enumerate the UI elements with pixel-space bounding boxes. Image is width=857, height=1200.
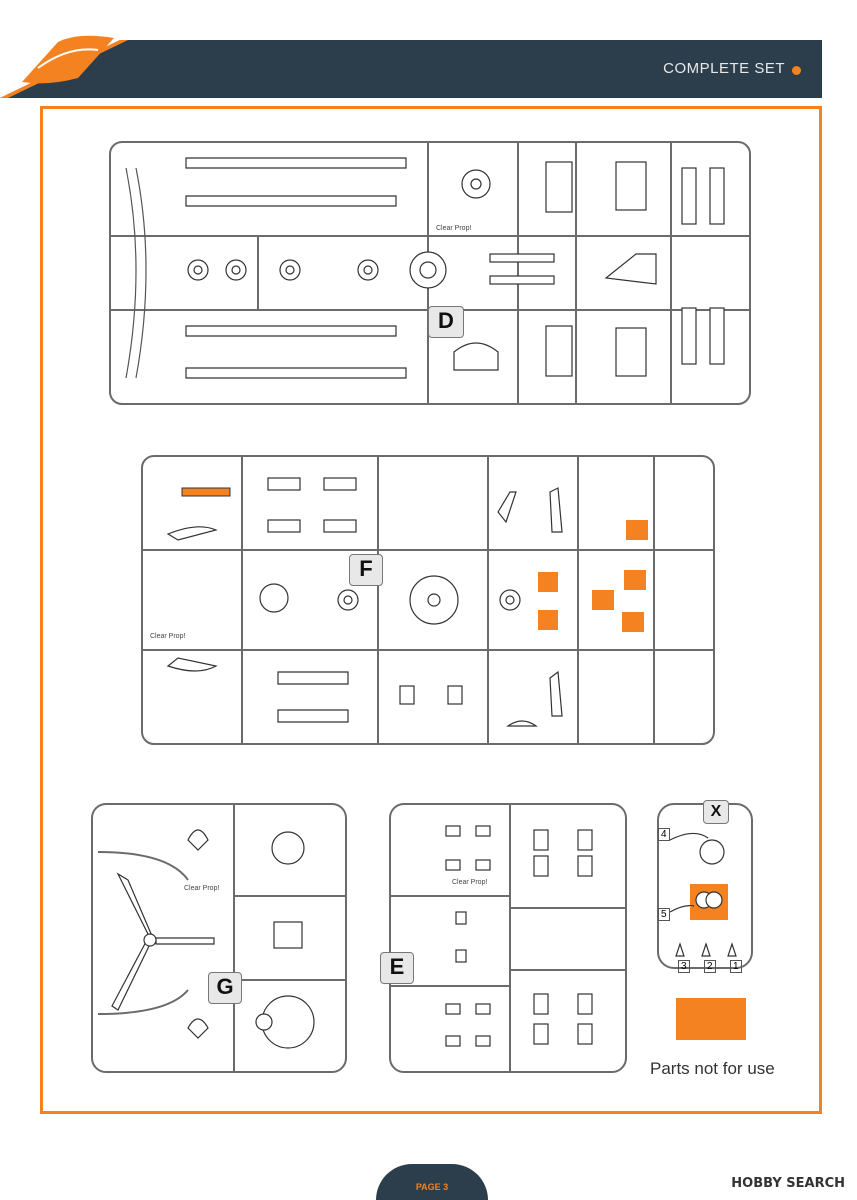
sprue-x bbox=[657, 803, 753, 969]
sprue-f-label: F bbox=[349, 554, 383, 586]
page-number: PAGE 3 bbox=[415, 1182, 449, 1192]
x-part-number-4: 4 bbox=[658, 828, 670, 841]
sprue-g-label: G bbox=[208, 972, 242, 1004]
brand-logo bbox=[22, 35, 114, 84]
content-frame bbox=[40, 106, 822, 1114]
svg-text:Clear Prop!: Clear Prop! bbox=[150, 633, 185, 640]
sprue-d: Clear Prop! bbox=[109, 141, 751, 405]
sprue-e: Clear Prop! bbox=[389, 803, 627, 1073]
sprue-x-label: X bbox=[703, 800, 729, 824]
x-part-number-5: 5 bbox=[658, 908, 670, 921]
svg-text:Clear Prop!: Clear Prop! bbox=[452, 879, 487, 886]
page-tab bbox=[376, 1164, 488, 1200]
orange-dot-icon bbox=[792, 66, 801, 75]
legend-text: Parts not for use bbox=[650, 1059, 775, 1078]
set-label: COMPLETE SET bbox=[663, 60, 785, 77]
x-part-number-3: 3 bbox=[678, 960, 690, 973]
x-part-number-2: 2 bbox=[704, 960, 716, 973]
watermark: HOBBY SEARCH bbox=[731, 1176, 845, 1191]
svg-text:Clear Prop!: Clear Prop! bbox=[184, 885, 219, 892]
x-part-number-1: 1 bbox=[730, 960, 742, 973]
sprue-f: Clear Prop! bbox=[141, 455, 715, 745]
sprue-g: Clear Prop! bbox=[91, 803, 347, 1073]
svg-text:Clear Prop!: Clear Prop! bbox=[436, 225, 471, 232]
legend-swatch bbox=[676, 998, 746, 1040]
sprue-d-label: D bbox=[428, 306, 464, 338]
sprue-e-label: E bbox=[380, 952, 414, 984]
